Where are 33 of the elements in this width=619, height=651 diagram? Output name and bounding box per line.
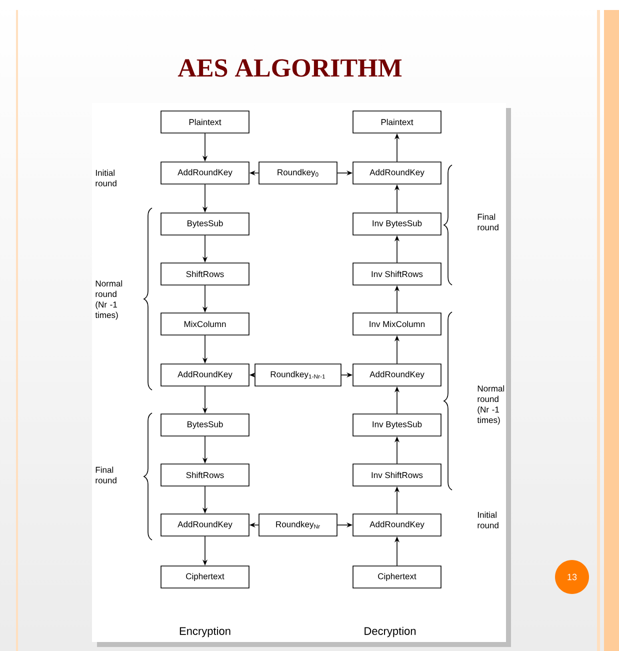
process-box: BytesSub — [160, 212, 250, 236]
process-box: ShiftRows — [160, 464, 250, 486]
round-label: Final round — [478, 214, 498, 230]
column-caption: Decryption — [364, 626, 416, 638]
round-label: Final round — [96, 466, 116, 484]
process-box: AddRoundKey — [352, 162, 442, 184]
process-box: AddRoundKey — [352, 364, 442, 386]
process-box: AddRoundKey — [160, 364, 250, 386]
round-label: Normal round (Nr -1 times) — [477, 385, 504, 425]
process-box: BytesSub — [160, 414, 250, 436]
column-caption: Encryption — [180, 626, 230, 638]
process-box: Plaintext — [160, 110, 250, 134]
round-label: Initial round — [478, 512, 498, 528]
process-box: Roundkey$_{1-Nr-1}$ — [254, 364, 342, 386]
page-number-badge: 13 — [555, 560, 589, 594]
process-box: Inv BytesSub — [352, 212, 442, 236]
process-box: Roundkey$_{0}$ — [258, 162, 338, 184]
process-box: Plaintext — [352, 110, 442, 134]
process-box: AddRoundKey — [160, 162, 250, 184]
process-box: Inv BytesSub — [352, 414, 442, 436]
process-box: Inv ShiftRows — [352, 464, 442, 486]
process-box: Roundkey$_{Nr}$ — [258, 514, 338, 536]
round-label: Initial round — [96, 170, 116, 186]
process-box: Ciphertext — [352, 566, 442, 588]
process-box: Inv MixColumn — [352, 312, 442, 336]
process-box: Inv ShiftRows — [352, 262, 442, 286]
round-label: Normal round (Nr -1 times) — [95, 280, 122, 320]
process-box: AddRoundKey — [160, 514, 250, 536]
process-box: AddRoundKey — [352, 514, 442, 536]
process-box: Ciphertext — [160, 566, 250, 588]
process-box: ShiftRows — [160, 262, 250, 286]
title: AES ALGORITHM — [178, 59, 402, 77]
process-box: MixColumn — [160, 312, 250, 336]
